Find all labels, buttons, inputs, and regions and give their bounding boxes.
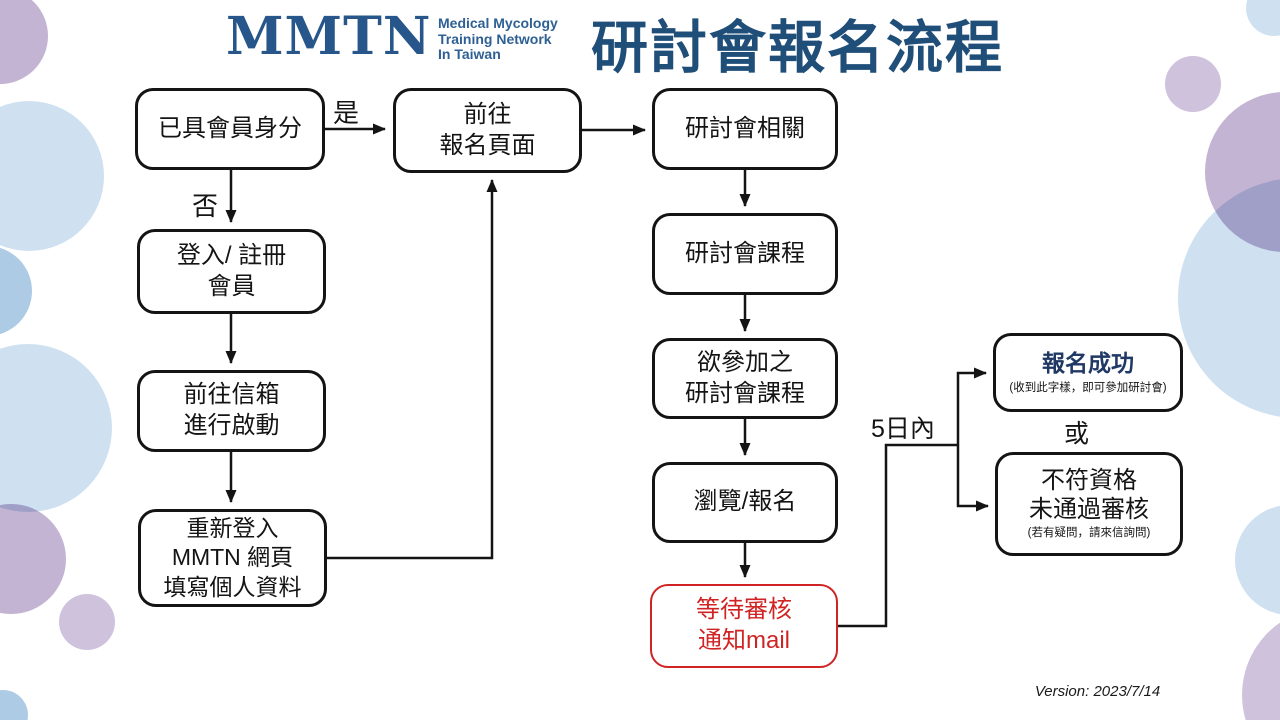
node-note: (收到此字樣，即可參加研討會) bbox=[1009, 381, 1167, 394]
decor-circle bbox=[0, 0, 48, 84]
node-label: 前往 bbox=[463, 100, 512, 128]
decor-circle bbox=[0, 101, 104, 251]
node-note: (若有疑問，請來信詢問) bbox=[1027, 527, 1151, 540]
mmtn-logo: MMTN bbox=[226, 6, 432, 67]
logo-tagline-line: Training Network bbox=[438, 30, 552, 47]
flow-node-browse-register: 瀏覽/報名 bbox=[652, 462, 838, 543]
decor-circle bbox=[1242, 607, 1280, 720]
decor-circle bbox=[1165, 56, 1221, 112]
edge-label-no: 否 bbox=[192, 191, 219, 221]
node-label: 研討會課程 bbox=[685, 379, 805, 407]
decor-circle bbox=[1246, 0, 1280, 36]
node-label: 會員 bbox=[207, 272, 256, 300]
edge-label-or: 或 bbox=[1064, 420, 1090, 448]
node-label: 登入/ 註冊 bbox=[176, 241, 287, 269]
node-label: 研討會課程 bbox=[685, 239, 805, 267]
node-label: 進行啟動 bbox=[183, 412, 280, 439]
flow-node-registration-success: 報名成功 (收到此字樣，即可參加研討會) bbox=[993, 333, 1183, 412]
node-label: 前往信箱 bbox=[183, 381, 280, 409]
edge-label-yes: 是 bbox=[333, 98, 360, 128]
version-text: Version: 2023/7/14 bbox=[1034, 683, 1161, 700]
node-label: 不符資格 bbox=[1041, 466, 1137, 494]
logo-tagline-line: In Taiwan bbox=[438, 46, 501, 63]
node-label: 重新登入 bbox=[186, 514, 279, 541]
node-label: 已具會員身分 bbox=[158, 114, 302, 142]
node-label: 等待審核 bbox=[696, 596, 792, 624]
node-label: 填寫個人資料 bbox=[163, 573, 302, 600]
logo-tagline-line: Medical Mycology bbox=[438, 15, 558, 31]
node-label: 未通過審核 bbox=[1029, 495, 1149, 523]
decor-circle bbox=[0, 344, 112, 512]
node-label: 報名成功 bbox=[1042, 350, 1134, 377]
flow-node-relogin-fill-profile: 重新登入 MMTN 網頁 填寫個人資料 bbox=[138, 509, 327, 607]
flow-node-seminar-related: 研討會相關 bbox=[652, 88, 838, 170]
node-label: 研討會相關 bbox=[685, 114, 805, 142]
flow-node-goto-mailbox-activate: 前往信箱 進行啟動 bbox=[137, 370, 326, 452]
page-title: 研討會報名流程 bbox=[591, 16, 1004, 80]
edge-label-within-5-days: 5日內 bbox=[871, 415, 935, 443]
flow-node-seminar-courses: 研討會課程 bbox=[652, 213, 838, 295]
decor-circle bbox=[0, 504, 66, 614]
flow-node-desired-seminar-course: 欲參加之 研討會課程 bbox=[652, 338, 838, 419]
decor-circle bbox=[59, 594, 115, 650]
flow-node-wait-review-mail: 等待審核 通知mail bbox=[650, 584, 838, 668]
flow-node-login-register-member: 登入/ 註冊 會員 bbox=[137, 229, 326, 314]
decor-circle bbox=[1178, 178, 1280, 418]
decor-circle bbox=[0, 246, 32, 336]
node-label: 欲參加之 bbox=[697, 348, 793, 376]
decor-circle bbox=[0, 690, 28, 720]
flow-node-goto-registration-page: 前往 報名頁面 bbox=[393, 88, 582, 173]
decor-circle bbox=[1235, 505, 1280, 615]
flow-node-not-qualified: 不符資格 未通過審核 (若有疑問，請來信詢問) bbox=[995, 452, 1183, 556]
mmtn-logo-tagline: Medical Mycology Training Network In Tai… bbox=[438, 15, 558, 63]
node-label: 通知mail bbox=[697, 627, 790, 654]
node-label: 瀏覽/報名 bbox=[693, 488, 797, 516]
node-label: 報名頁面 bbox=[439, 131, 536, 159]
node-label: MMTN 網頁 bbox=[171, 544, 294, 571]
flow-node-member-check: 已具會員身分 bbox=[135, 88, 325, 170]
